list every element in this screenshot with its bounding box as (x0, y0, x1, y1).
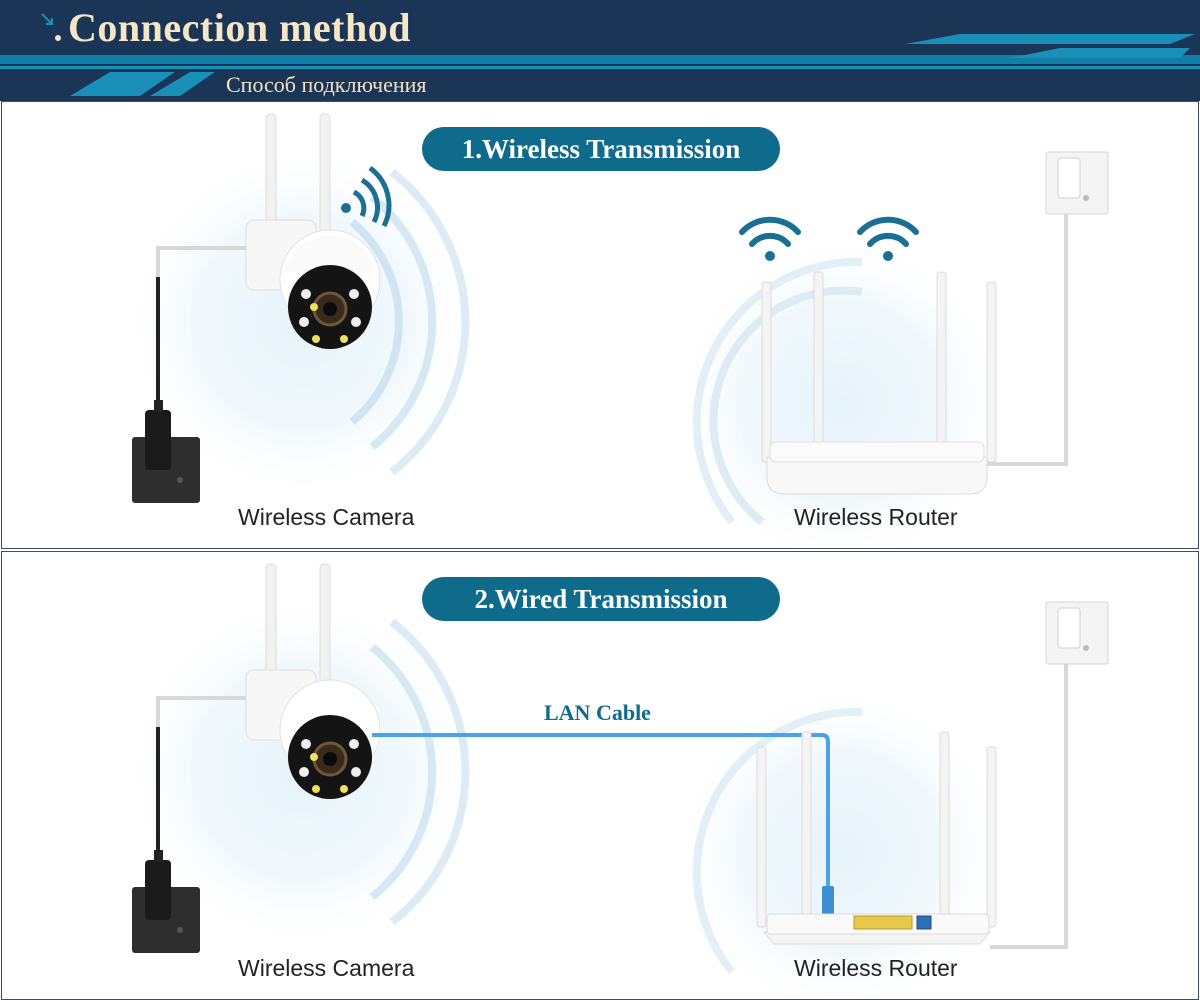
page-title: Connection method (68, 5, 411, 50)
router-caption: Wireless Router (794, 504, 958, 530)
wifi-signal-icon (739, 216, 919, 261)
page-subtitle: Способ подключения (226, 72, 427, 97)
wireless-transmission-label: 1.Wireless Transmission (422, 127, 780, 171)
power-adapter-icon (1045, 601, 1109, 665)
header-decoration (0, 13, 1200, 96)
wireless-diagram (122, 113, 1109, 548)
wall-socket-icon (132, 400, 200, 503)
router-signal-glow (672, 682, 1012, 999)
camera-icon (245, 113, 381, 349)
power-adapter-icon (1045, 151, 1109, 215)
camera-icon (245, 563, 381, 799)
wired-diagram (122, 563, 1109, 999)
wireless-transmission-panel: 1.Wireless Transmission Wireless Camera … (1, 101, 1199, 549)
router-caption: Wireless Router (794, 955, 958, 981)
wired-transmission-label: 2.Wired Transmission (422, 577, 780, 621)
wifi-signal-icon (341, 165, 392, 228)
lan-cable-label: LAN Cable (544, 700, 651, 725)
router-signal-glow (672, 232, 1012, 548)
router-icon (756, 731, 997, 945)
page-header: Connection method Способ подключения (0, 0, 1200, 101)
wired-transmission-panel: 2.Wired Transmission LAN Cable Wireless … (1, 551, 1199, 1000)
router-icon (761, 271, 997, 495)
camera-caption: Wireless Camera (238, 955, 415, 981)
camera-caption: Wireless Camera (238, 504, 415, 530)
wall-socket-icon (132, 850, 200, 953)
